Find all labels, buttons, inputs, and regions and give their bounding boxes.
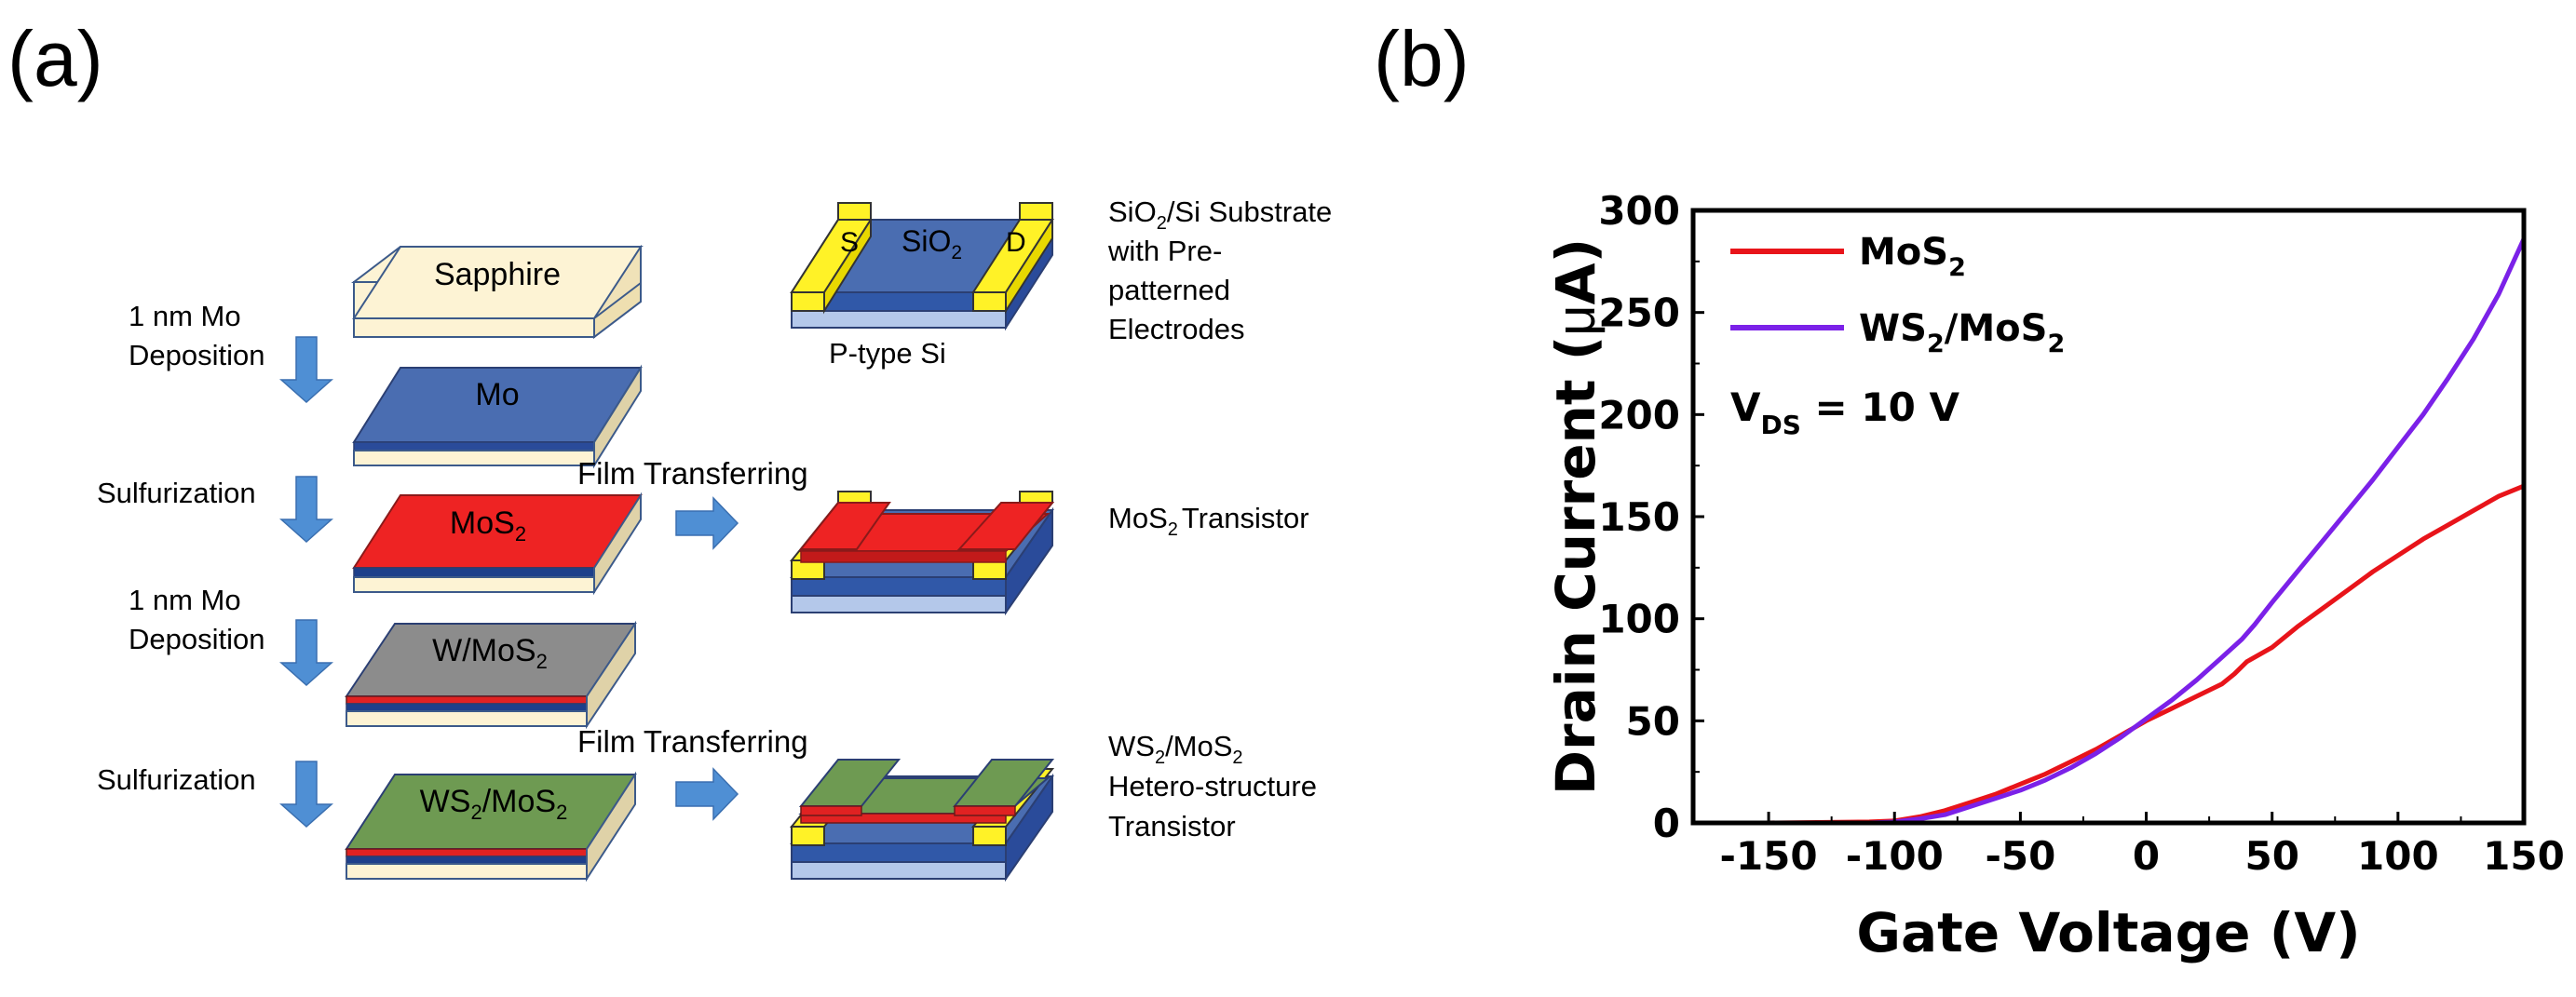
substrate-desc-line3: patterned <box>1108 274 1230 306</box>
x-tick-label: -100 <box>1846 833 1944 879</box>
y-tick-label: 300 <box>1598 188 1680 234</box>
vds-annotation: VDS = 10 V <box>1730 384 1959 440</box>
series-layer <box>1693 237 2527 826</box>
panel-b-label: (b) <box>1374 15 1470 102</box>
y-tick-label: 100 <box>1598 597 1680 642</box>
series-line-0 <box>1693 483 2525 826</box>
layer-sapphire: Sapphire <box>351 244 644 340</box>
y-tick-label: 250 <box>1598 290 1680 336</box>
x-tick-label: -150 <box>1720 833 1818 879</box>
substrate-desc-line2: with Pre- <box>1107 235 1222 267</box>
down-arrow-icon <box>279 336 333 404</box>
layer-mo: Mo <box>352 364 643 469</box>
transfer2-label: Film Transferring <box>577 724 808 759</box>
drain-label: D <box>1006 227 1026 258</box>
x-tick-label: 0 <box>2133 833 2160 879</box>
hetero-label-line2: Hetero-structure <box>1108 770 1317 802</box>
y-tick-label: 150 <box>1598 494 1680 540</box>
chart: -150 -100 -50 0 50 100 150 0 50 100 150 200 250 300 M… <box>1544 188 2565 964</box>
hetero-label-line3: Transistor <box>1108 810 1236 842</box>
step3-line2: Deposition <box>129 623 264 655</box>
y-tick-label: 0 <box>1653 801 1680 846</box>
layer-ws2mos2: WS2/MoS2 <box>345 771 637 882</box>
right-arrow-icon <box>675 496 739 550</box>
substrate-diagram: S SiO2 D <box>790 202 1054 331</box>
tick-layer: -150 -100 -50 0 50 100 150 0 50 100 150 200 250 300 <box>1598 188 2565 879</box>
sapphire-label: Sapphire <box>434 257 561 292</box>
legend-label-ws2mos2: WS2/MoS2 <box>1859 307 2065 358</box>
ptype-label: P-type Si <box>829 337 946 370</box>
plot-frame <box>1690 208 2527 826</box>
sio2-label: SiO2 <box>902 224 962 263</box>
x-tick-label: -50 <box>1985 833 2055 879</box>
y-tick-label: 50 <box>1626 698 1680 744</box>
hetero-label-line1: WS2/MoS2 <box>1108 730 1243 768</box>
step3-line1: 1 nm Mo <box>129 584 241 616</box>
substrate-desc-line4: Electrodes <box>1108 313 1244 345</box>
source-label: S <box>840 227 859 258</box>
transfer1-label: Film Transferring <box>577 456 808 491</box>
down-arrow-icon <box>279 761 333 829</box>
legend-label-mos2: MoS2 <box>1859 231 1966 282</box>
x-tick-label: 150 <box>2483 833 2565 879</box>
legend: MoS2 WS2/MoS2 VDS = 10 V <box>1730 231 2065 440</box>
step2-label: Sulfurization <box>97 477 256 509</box>
x-tick-label: 50 <box>2244 833 2298 879</box>
down-arrow-icon <box>279 619 333 687</box>
panel-a-label: (a) <box>7 15 103 102</box>
substrate-desc-line1: SiO2/Si Substrate <box>1108 195 1332 234</box>
down-arrow-icon <box>279 476 333 544</box>
hetero-transistor-diagram <box>789 759 1055 882</box>
layer-wmos2: W/MoS2 <box>345 620 637 730</box>
wmos2-layer-label: W/MoS2 <box>432 633 548 673</box>
mo-label: Mo <box>475 377 519 412</box>
mos2-layer-label: MoS2 <box>450 505 526 546</box>
right-arrow-icon <box>675 767 739 821</box>
ws2mos2-layer-label: WS2/MoS2 <box>420 784 568 824</box>
step1-line1: 1 nm Mo <box>129 300 241 332</box>
step4-label: Sulfurization <box>97 763 256 796</box>
mos2-transistor-diagram <box>789 491 1055 616</box>
y-tick-label: 200 <box>1598 392 1680 438</box>
series-line-1 <box>1693 237 2527 826</box>
layer-mos2: MoS2 <box>352 492 643 596</box>
x-tick-label: 100 <box>2357 833 2439 879</box>
x-axis-label: Gate Voltage (V) <box>1856 901 2360 964</box>
y-axis-label: Drain Current (μA) <box>1544 238 1607 795</box>
panel-b: (b) -150 -100 -50 0 50 100 150 0 50 100 150 200 250 3… <box>1374 15 2565 964</box>
panel-a: (a) Sapphire Mo MoS2 <box>7 15 1332 882</box>
step1-line2: Deposition <box>129 339 264 371</box>
